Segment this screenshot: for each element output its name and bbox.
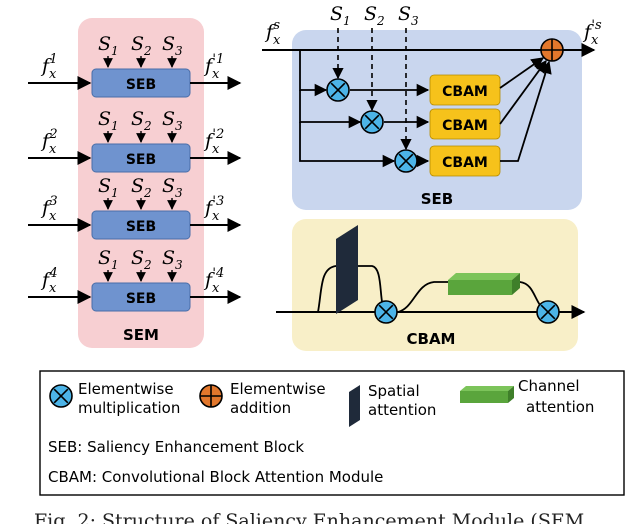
legend-add-icon	[199, 384, 223, 408]
seb-cbam-block-3: CBAM	[429, 145, 501, 177]
cbam-title: CBAM	[407, 330, 456, 348]
seb-cbam-block-1: CBAM	[429, 74, 501, 106]
cbam-panel: CBAM	[276, 219, 586, 351]
legend-channel-icon	[460, 386, 514, 403]
legend-spatial-text: Spatial attention	[368, 382, 436, 419]
legend-cbam-definition: CBAM: Convolutional Block Attention Modu…	[48, 468, 383, 486]
spatial-attention-block	[336, 225, 358, 314]
sem-row-4-s2-label: S2	[131, 247, 152, 272]
sem-row-1-input-label: fx1	[40, 52, 58, 82]
sem-row-1-output-label: fx'1	[203, 52, 224, 82]
seb-multiply-3	[394, 149, 418, 173]
sem-row-3-output-label: fx'3	[203, 194, 224, 224]
seb-title: SEB	[421, 190, 453, 208]
legend-add-text: Elementwise addition	[230, 380, 330, 417]
legend-mult-icon	[49, 384, 73, 408]
cbam-background	[292, 219, 578, 351]
legend-channel-text: Channel attention	[518, 377, 594, 416]
svg-text:SEB: SEB	[126, 291, 156, 307]
sem-background	[78, 18, 204, 348]
channel-attention-block	[448, 273, 520, 295]
seb-addition-node	[540, 38, 564, 62]
seb-s3-label: S3	[398, 3, 419, 28]
sem-seb-block-3: SEB	[91, 210, 191, 240]
svg-text:SEB: SEB	[126, 219, 156, 235]
sem-row-1-s1-label: S1	[98, 33, 119, 58]
legend: Elementwise multiplication Elementwise a…	[39, 370, 625, 496]
sem-row-4-s1-label: S1	[98, 247, 119, 272]
legend-seb-definition: SEB: Saliency Enhancement Block	[48, 438, 304, 456]
sem-row-4-output-label: fx'4	[203, 266, 224, 296]
legend-spatial-icon	[349, 385, 360, 427]
sem-seb-block-2: SEB	[91, 143, 191, 173]
seb-cbam-block-2: CBAM	[429, 108, 501, 140]
seb-panel: fxs fx's S1 S2 S3 CBAM	[262, 3, 602, 210]
sem-row-3-input-label: fx3	[40, 194, 58, 224]
legend-mult-text: Elementwise multiplication	[78, 380, 180, 417]
sem-row-2-s1-label: S1	[98, 108, 119, 133]
sem-row-3-s2-label: S2	[131, 175, 152, 200]
seb-input-label: fxs	[264, 18, 281, 48]
sem-row-1-s3-label: S3	[162, 33, 183, 58]
sem-row-2-s2-label: S2	[131, 108, 152, 133]
sem-row-2-output-label: fx'2	[203, 127, 224, 157]
seb-saliency-labels: S1 S2 S3	[330, 3, 419, 28]
svg-text:CBAM: CBAM	[442, 118, 488, 134]
legend-border	[39, 370, 625, 496]
sem-row-2-s3-label: S3	[162, 108, 183, 133]
sem-row-1-s2-label: S2	[131, 33, 152, 58]
sem-title: SEM	[123, 326, 159, 344]
svg-text:SEB: SEB	[126, 77, 156, 93]
figure-caption: Fig. 2: Structure of Saliency Enhancemen…	[34, 510, 584, 524]
seb-cbam2-to-add	[499, 59, 547, 125]
sem-row-3-s3-label: S3	[162, 175, 183, 200]
cbam-multiply-2	[536, 300, 560, 324]
sem-row-4-input-label: fx4	[40, 266, 58, 296]
seb-output-label: fx's	[582, 18, 602, 48]
seb-multiply-2	[360, 110, 384, 134]
seb-s1-label: S1	[330, 3, 351, 28]
svg-text:CBAM: CBAM	[442, 84, 488, 100]
cbam-multiply-1	[374, 300, 398, 324]
seb-s2-label: S2	[364, 3, 385, 28]
svg-text:SEB: SEB	[126, 152, 156, 168]
sem-row-2-input-label: fx2	[40, 127, 58, 157]
svg-text:CBAM: CBAM	[442, 155, 488, 171]
seb-cbam3-to-add	[500, 60, 552, 162]
seb-multiply-1	[326, 78, 350, 102]
sem-row-4-s3-label: S3	[162, 247, 183, 272]
sem-seb-block-1: SEB	[91, 68, 191, 98]
seb-branch-3	[299, 122, 396, 168]
sem-row-3-s1-label: S1	[98, 175, 119, 200]
sem-seb-block-4: SEB	[91, 282, 191, 312]
